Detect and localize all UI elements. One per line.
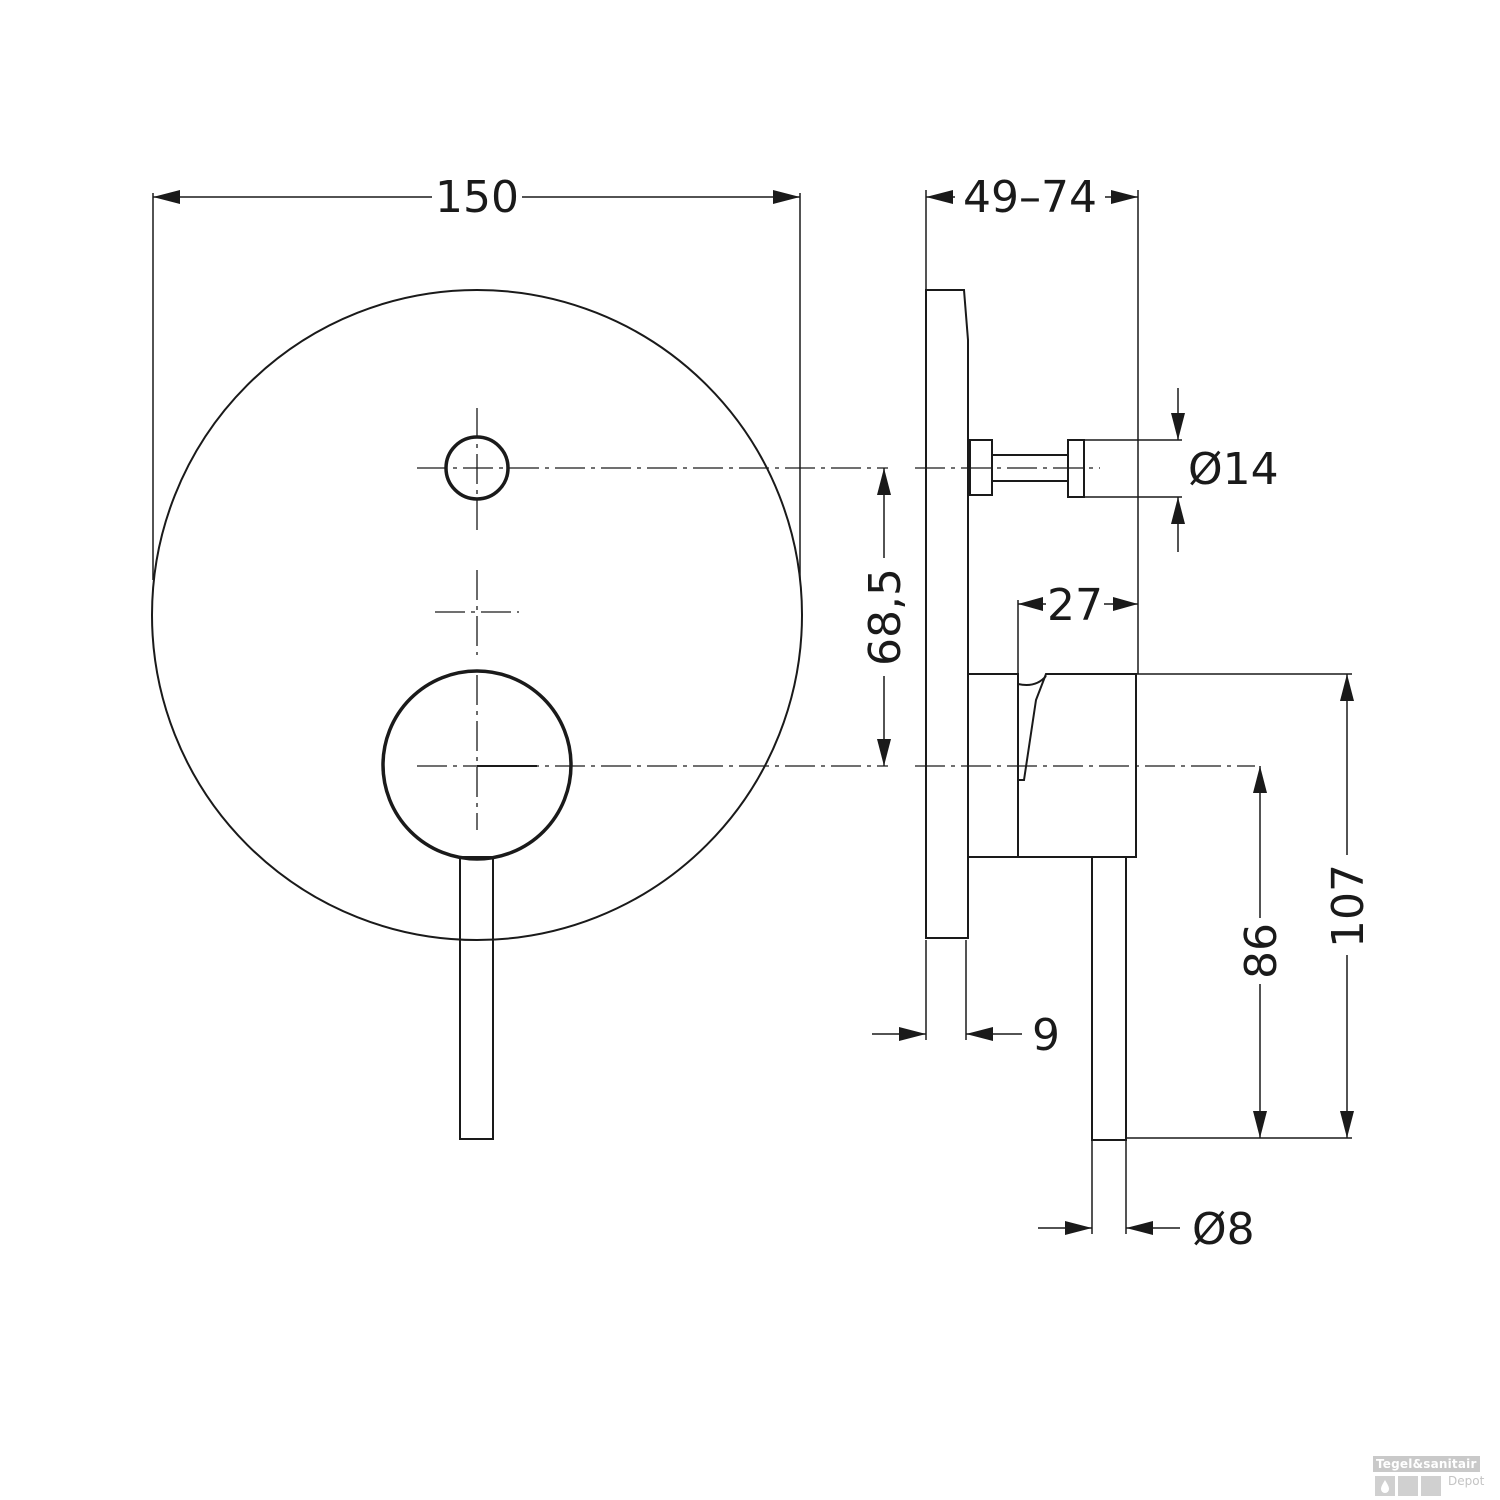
arrow-head [153, 190, 180, 204]
arrow-head [1253, 766, 1267, 793]
arrow-head [1340, 674, 1354, 701]
arrow-head [926, 190, 953, 204]
arrow-head [1340, 1111, 1354, 1138]
dim-label-49-74: 49–74 [963, 172, 1097, 223]
watermark-tiles-icon [1375, 1476, 1441, 1496]
dim-projection: 49–74 [925, 172, 1139, 674]
label-mask [1238, 918, 1282, 984]
dim-diverter-diameter: Ø14 [1084, 388, 1279, 552]
cover-plate-outline [151, 289, 803, 941]
dim-plate-thickness: 9 [872, 940, 1060, 1061]
dim-label-d8: Ø8 [1192, 1204, 1255, 1255]
side-lever [1091, 856, 1127, 1141]
dim-lever-height: 86 [1236, 766, 1287, 1138]
dim-label-9: 9 [1032, 1010, 1060, 1061]
front-lever [459, 856, 494, 1140]
dim-center-distance: 68,5 [860, 468, 911, 766]
side-view [915, 289, 1255, 1141]
front-view [151, 289, 888, 1140]
dim-label-86: 86 [1236, 923, 1287, 979]
watermark-sub: Depot [1448, 1474, 1485, 1488]
arrow-head [1171, 413, 1185, 440]
dim-label-107: 107 [1323, 864, 1374, 948]
arrow-head [1171, 497, 1185, 524]
arrow-head [1253, 1111, 1267, 1138]
arrow-head [1113, 597, 1138, 611]
watermark-brand: Tegel&sanitair [1373, 1456, 1480, 1472]
arrow-head [1111, 190, 1138, 204]
dim-lever-diameter: Ø8 [1038, 1140, 1255, 1255]
arrow-head [899, 1027, 926, 1041]
dim-label-d14: Ø14 [1188, 444, 1279, 495]
arrow-head [877, 739, 891, 766]
dim-label-27: 27 [1047, 580, 1103, 631]
dim-label-150: 150 [435, 172, 519, 223]
arrow-head [1065, 1221, 1092, 1235]
arrow-head [966, 1027, 993, 1041]
arrow-head [877, 468, 891, 495]
arrow-head [1126, 1221, 1153, 1235]
plate-profile [925, 289, 969, 939]
dim-total-height: 107 [1323, 674, 1374, 1138]
arrow-head [773, 190, 800, 204]
label-mask [1325, 855, 1369, 955]
dim-handle-depth: 27 [1017, 580, 1138, 674]
dim-label-68-5: 68,5 [860, 568, 911, 666]
arrow-head [1018, 597, 1043, 611]
label-mask [862, 558, 906, 676]
handle-hub [381, 669, 573, 861]
dim-plate-diameter: 150 [152, 172, 801, 580]
handle-body [1017, 673, 1137, 858]
